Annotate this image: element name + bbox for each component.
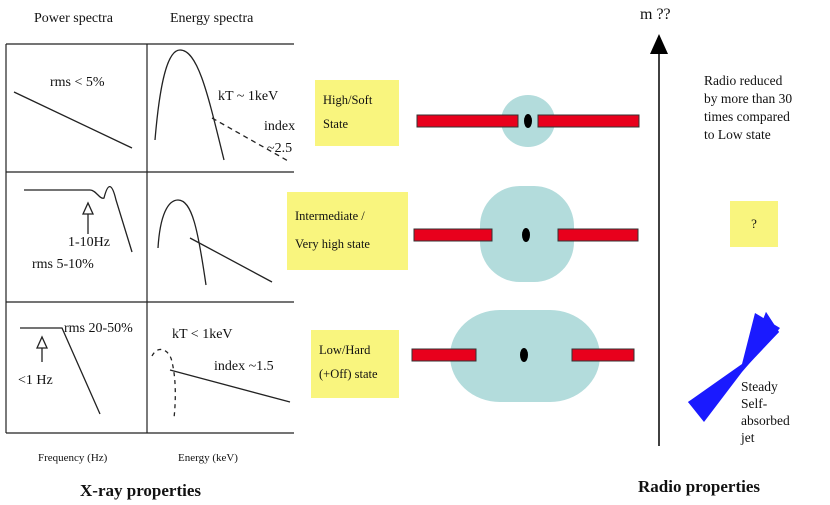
xlabel-energy: Energy (keV) <box>178 452 238 464</box>
energy-spectrum-high-soft <box>154 49 291 163</box>
state-jet-low-hard <box>411 310 635 402</box>
xray-title: X-ray properties <box>80 481 202 500</box>
radio-jet-icon <box>688 312 780 422</box>
radio-text-high-soft-1: Radio reduced <box>704 73 783 88</box>
state-box-high-soft: High/Soft State <box>315 80 399 146</box>
radio-axis-label: m ?? <box>640 6 671 23</box>
label-rms-low-hard: rms 20-50% <box>64 321 133 336</box>
label-index-high-soft-1: index <box>264 119 296 134</box>
label-kt-high-soft: kT ~ 1keV <box>218 89 279 104</box>
state-box-low-hard: Low/Hard (+Off) state <box>311 330 399 398</box>
radio-axis-arrow <box>650 34 668 446</box>
power-spectrum-intermediate <box>24 185 133 253</box>
radio-text-low-hard: Steady Self- absorbed jet <box>741 378 790 446</box>
state-label-high-soft-1: High/Soft <box>323 93 373 107</box>
radio-text-low-hard-3: absorbed <box>741 413 790 428</box>
label-index-low-hard: index ~1.5 <box>214 359 274 374</box>
energy-spectrum-intermediate <box>157 199 273 286</box>
power-spectrum-low-hard <box>20 327 101 415</box>
power-spectrum-high-soft <box>13 91 133 149</box>
radio-text-high-soft-4: to Low state <box>704 127 771 142</box>
radio-text-high-soft-2: by more than 30 <box>704 91 793 106</box>
radio-title: Radio properties <box>638 477 760 496</box>
label-rms-intermediate: rms 5-10% <box>32 257 94 272</box>
col-header-power-spectra: Power spectra <box>34 11 113 26</box>
state-label-intermediate-1: Intermediate / <box>295 209 365 223</box>
radio-text-high-soft-3: times compared <box>704 109 790 124</box>
label-kt-low-hard: kT < 1keV <box>172 327 233 342</box>
state-jet-high-soft <box>416 95 640 147</box>
radio-text-high-soft: Radio reduced by more than 30 times comp… <box>704 72 792 144</box>
radio-text-low-hard-2: Self- <box>741 396 768 411</box>
state-box-intermediate: Intermediate / Very high state <box>287 192 408 270</box>
radio-box-intermediate: ? <box>730 201 778 247</box>
energy-spectrum-low-hard <box>151 348 291 419</box>
col-header-energy-spectra: Energy spectra <box>170 11 254 26</box>
state-label-low-hard-1: Low/Hard <box>319 343 371 357</box>
label-freq-intermediate: 1-10Hz <box>68 235 110 250</box>
state-jet-intermediate <box>413 186 639 282</box>
label-freq-low-hard: <1 Hz <box>18 373 53 388</box>
state-label-low-hard-2: (+Off) state <box>319 367 378 381</box>
radio-text-low-hard-4: jet <box>741 430 755 445</box>
state-label-intermediate-2: Very high state <box>295 237 370 251</box>
label-index-high-soft-2: ~2.5 <box>267 141 293 156</box>
xray-grid <box>5 43 294 434</box>
radio-text-low-hard-1: Steady <box>741 379 778 394</box>
label-rms-high-soft: rms < 5% <box>50 75 105 90</box>
xlabel-frequency: Frequency (Hz) <box>38 452 108 464</box>
state-label-high-soft-2: State <box>323 117 348 131</box>
